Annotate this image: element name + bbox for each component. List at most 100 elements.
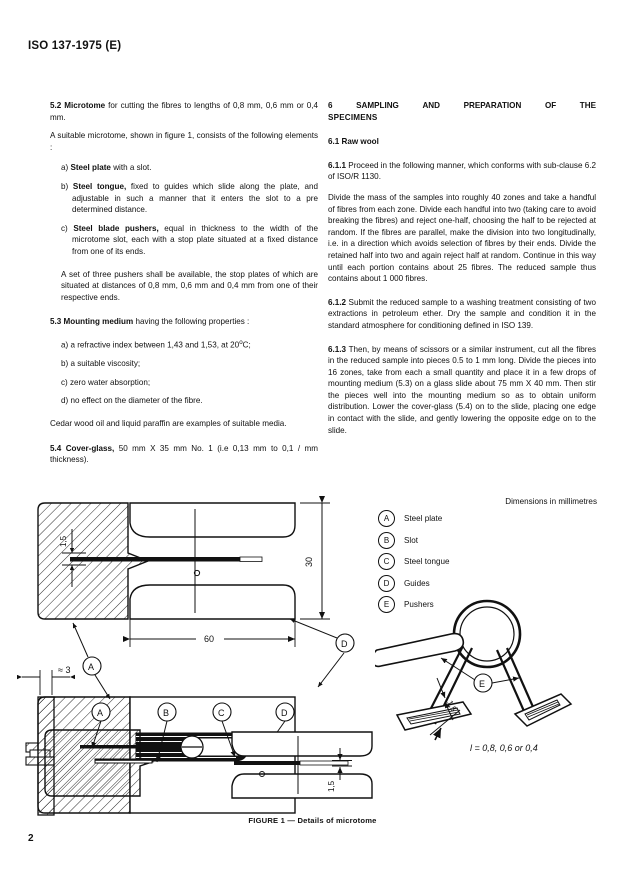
dimension-label-60: 60 <box>204 634 214 644</box>
medium-item-c-text: zero water absorption; <box>70 377 151 387</box>
degree-symbol: o <box>239 338 243 346</box>
clause-6-1-3: 6.1.3 Then, by means of scissors or a si… <box>328 344 596 437</box>
dimension-label-30: 30 <box>304 557 314 567</box>
legend-label-b: Slot <box>404 535 418 545</box>
list-item-a-text: with a slot. <box>113 163 152 173</box>
dimension-label-l: 1,5 <box>445 699 458 713</box>
clause-5-4: 5.4 Cover-glass, 50 mm X 35 mm No. 1 (i.… <box>50 443 318 466</box>
clause-6-heading: 6 SAMPLING AND PREPARATION OF THE SPECIM… <box>328 100 596 123</box>
clause-6-word-sampling: SAMPLING <box>356 101 399 110</box>
clause-5-2-number: 5.2 <box>50 101 62 110</box>
cedar-note: Cedar wood oil and liquid paraffin are e… <box>50 418 287 428</box>
legend-bubble-b: B <box>378 531 395 549</box>
dimension-length-60: 60 <box>123 619 296 647</box>
figure-legend: A Steel plate B Slot C Steel tongue D Gu… <box>378 508 449 616</box>
callout-d-upper-letter: D <box>341 639 348 649</box>
pushers-note: A set of three pushers shall be availabl… <box>61 269 318 302</box>
clause-6-1-heading: 6.1 Raw wool <box>328 136 596 148</box>
legend-bubble-c: C <box>378 553 395 571</box>
medium-item-a-text: a refractive index between 1,43 and 1,53… <box>70 340 240 350</box>
clause-6-1-1: 6.1.1 Proceed in the following manner, w… <box>328 160 596 183</box>
list-item-b: b) Steel tongue, fixed to guides which s… <box>61 181 318 216</box>
legend-label-c: Steel tongue <box>404 557 450 567</box>
clause-5-2-title: Microtome <box>64 101 106 110</box>
pushers-illustration: 1,5 E <box>375 599 573 741</box>
figure-1: Dimensions in millimetres <box>0 495 625 840</box>
left-text-column: 5.2 Microtome for cutting the fibres to … <box>50 100 318 475</box>
figure-caption: FIGURE 1 — Details of microtome <box>248 816 377 825</box>
detail-steel-plate-slot <box>44 729 155 797</box>
clause-6-1-1-number: 6.1.1 <box>328 160 347 170</box>
legend-item-d: D Guides <box>378 573 449 595</box>
medium-item-d-label: d) <box>61 396 69 406</box>
clause-6-1-2-number: 6.1.2 <box>328 297 347 307</box>
clause-6-number: 6 <box>328 101 333 110</box>
callout-a-upper: A <box>72 622 111 700</box>
length-note: l = 0,8, 0,6 or 0,4 <box>470 743 538 753</box>
dimension-label-1-5-bottom: 1,5 <box>327 780 336 792</box>
clause-5-3: 5.3 Mounting medium having the following… <box>50 316 318 328</box>
list-item-b-text: fixed to guides which slide along the pl… <box>72 181 318 215</box>
medium-item-b-label: b) <box>61 359 69 369</box>
medium-item-b-text: a suitable viscosity; <box>70 359 141 369</box>
clause-5-4-number: 5.4 <box>50 443 62 453</box>
callout-b-bottom-letter: B <box>163 708 169 718</box>
medium-item-a: a) a refractive index between 1,43 and 1… <box>61 337 318 351</box>
medium-item-c: c) zero water absorption; <box>61 377 318 389</box>
legend-item-e: E Pushers <box>378 594 449 616</box>
list-item-a: a) Steel plate with a slot. <box>61 162 318 174</box>
clause-5-4-text: 50 mm X 35 mm No. 1 (i.e 0,13 mm to 0,1 … <box>50 443 319 465</box>
top-view-steel-tongue <box>70 556 263 577</box>
clause-6-1-2: 6.1.2 Submit the reduced sample to a was… <box>328 297 596 332</box>
legend-item-b: B Slot <box>378 530 449 552</box>
callout-c-bottom-letter: C <box>218 708 225 718</box>
list-item-c-label: c) <box>61 223 68 233</box>
callout-e-letter: E <box>479 679 485 689</box>
clause-6-1-3-text: Then, by means of scissors or a similar … <box>328 344 596 435</box>
list-item-b-bold: Steel tongue, <box>72 181 127 191</box>
clause-6-1-1-body: Divide the mass of the samples into roug… <box>328 192 596 284</box>
microtome-detail-views: A B C D <box>44 702 373 799</box>
dimension-thickness-top: 1,5 <box>59 529 86 587</box>
clause-5-2-text: for cutting the fibres to lengths of 0,8… <box>50 101 319 122</box>
clause-5-2: 5.2 Microtome for cutting the fibres to … <box>50 100 318 123</box>
clause-6-word-preparation: PREPARATION <box>463 101 522 110</box>
dimensions-note: Dimensions in millimetres <box>505 497 597 506</box>
clause-5-3-number: 5.3 <box>50 317 62 327</box>
callout-d-upper: D <box>289 618 355 688</box>
clause-5-4-title: Cover-glass, <box>65 443 115 453</box>
list-item-b-label: b) <box>61 181 69 191</box>
medium-item-d: d) no effect on the diameter of the fibr… <box>61 395 318 407</box>
legend-bubble-e: E <box>378 596 395 614</box>
document-header: ISO 137-1975 (E) <box>28 40 122 52</box>
clause-6-1-number: 6.1 <box>328 137 340 147</box>
dimension-label-1-5-top: 1,5 <box>59 535 68 547</box>
page-number: 2 <box>28 833 34 844</box>
clause-5-3-title: Mounting medium <box>63 317 134 327</box>
clause-6-word-and: AND <box>422 101 440 110</box>
clause-6-1-3-number: 6.1.3 <box>328 344 347 354</box>
medium-item-a-label: a) <box>61 340 69 350</box>
clause-6-word-the: THE <box>579 101 596 110</box>
list-item-c: c) Steel blade pushers, equal in thickne… <box>61 223 318 258</box>
clause-6-1-1-text: Proceed in the following manner, which c… <box>328 160 597 182</box>
legend-label-e: Pushers <box>404 600 434 610</box>
list-item-c-text: equal in thickness to the width of the m… <box>72 223 319 256</box>
callout-a-bottom-letter: A <box>97 708 103 718</box>
dimension-height-30: 30 <box>300 496 330 620</box>
medium-item-d-text: no effect on the diameter of the fibre. <box>70 396 203 406</box>
clause-6-1-title: Raw wool <box>341 137 379 147</box>
legend-label-d: Guides <box>404 578 430 588</box>
legend-item-c: C Steel tongue <box>378 551 449 573</box>
legend-bubble-d: D <box>378 574 395 592</box>
clause-5-2-intro: A suitable microtome, shown in figure 1,… <box>50 131 318 152</box>
list-item-a-bold: Steel plate <box>70 163 111 173</box>
dimension-label-approx-3: ≈ 3 <box>58 665 70 675</box>
clause-5-3-text: having the following properties : <box>135 317 250 327</box>
legend-item-a: A Steel plate <box>378 508 449 530</box>
clause-6-word-of: OF <box>544 101 557 110</box>
top-view-guides <box>129 502 296 620</box>
list-item-c-bold: Steel blade pushers, <box>73 223 159 233</box>
medium-item-a-unit: C; <box>242 340 251 350</box>
